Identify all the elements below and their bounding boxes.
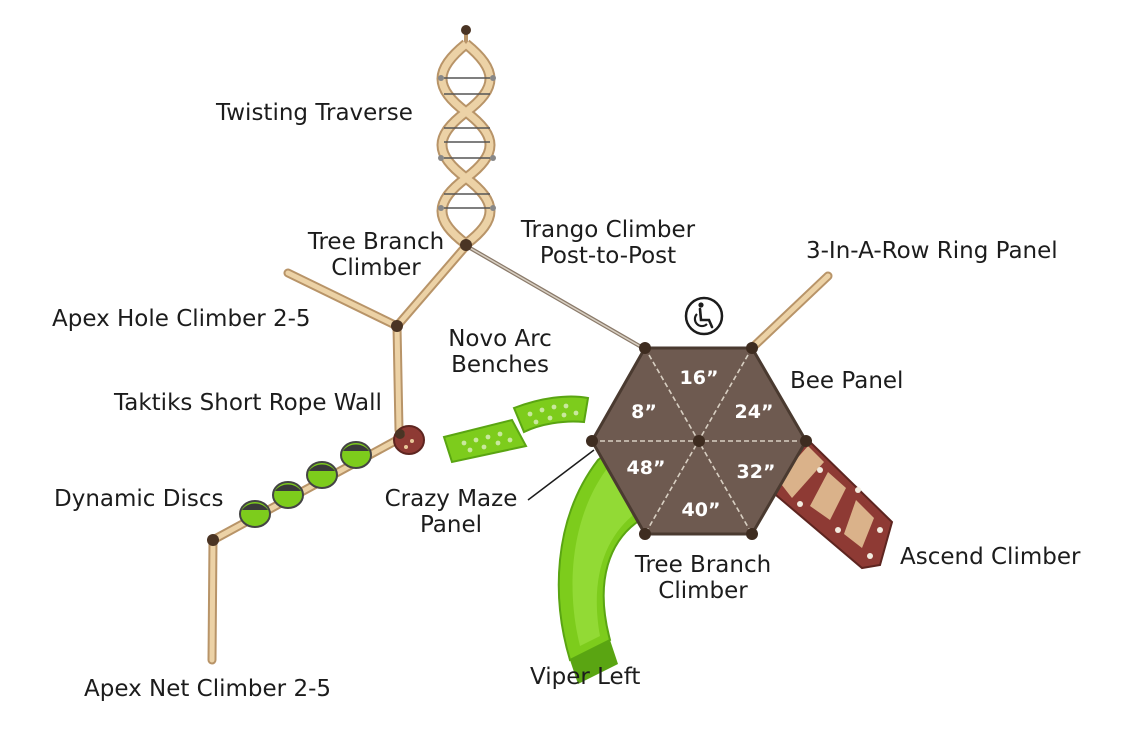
label-tree-branch-climber-top-line2: Climber bbox=[331, 255, 421, 281]
label-twisting-traverse: Twisting Traverse bbox=[216, 100, 413, 126]
deck-height-upper-left: 8” bbox=[631, 401, 657, 423]
label-novo-arc-benches: Novo Arc Benches bbox=[440, 326, 560, 378]
label-viper-left: Viper Left bbox=[530, 664, 641, 690]
label-apex-net-climber: Apex Net Climber 2-5 bbox=[84, 676, 332, 702]
deck-height-bottom: 40” bbox=[682, 499, 721, 521]
label-trango-climber-line2: Post-to-Post bbox=[539, 243, 677, 269]
label-bee-panel: Bee Panel bbox=[790, 368, 904, 394]
label-crazy-maze-panel: Crazy Maze Panel bbox=[378, 486, 524, 538]
label-tree-branch-climber-top: Tree Branch Climber bbox=[306, 229, 446, 281]
dynamic-discs-structure bbox=[239, 441, 372, 528]
hexagon-deck: 16” 8” 24” 48” 32” 40” bbox=[586, 342, 812, 540]
label-trango-climber-line1: Trango Climber bbox=[520, 217, 696, 243]
taktiks-rope-wall-structure bbox=[393, 425, 425, 455]
label-trango-climber: Trango Climber Post-to-Post bbox=[516, 217, 700, 269]
viper-left-slide-structure bbox=[557, 453, 642, 684]
label-ring-panel: 3-In-A-Row Ring Panel bbox=[806, 238, 1058, 264]
label-crazy-maze-panel-line1: Crazy Maze bbox=[384, 486, 518, 512]
deck-height-lower-right: 32” bbox=[737, 461, 776, 483]
twisting-traverse-structure bbox=[436, 25, 496, 249]
label-apex-hole-climber: Apex Hole Climber 2-5 bbox=[52, 306, 311, 332]
label-tree-branch-climber-bottom-line1: Tree Branch bbox=[634, 552, 772, 578]
novo-arc-benches-structure bbox=[442, 395, 590, 464]
label-taktiks-rope-wall: Taktiks Short Rope Wall bbox=[114, 390, 382, 416]
label-ascend-climber: Ascend Climber bbox=[900, 544, 1081, 570]
crazy-maze-leader-line bbox=[527, 449, 595, 501]
deck-height-lower-left: 48” bbox=[627, 457, 666, 479]
label-tree-branch-climber-bottom: Tree Branch Climber bbox=[632, 552, 774, 604]
label-tree-branch-climber-top-line1: Tree Branch bbox=[307, 229, 445, 255]
label-novo-arc-benches-line2: Benches bbox=[451, 352, 549, 378]
label-dynamic-discs: Dynamic Discs bbox=[54, 486, 224, 512]
wheelchair-icon bbox=[684, 296, 724, 336]
ring-panel-post bbox=[747, 271, 833, 353]
upper-branch-posts bbox=[283, 239, 645, 435]
label-crazy-maze-panel-line2: Panel bbox=[419, 512, 483, 538]
label-tree-branch-climber-bottom-line2: Climber bbox=[658, 578, 748, 604]
label-novo-arc-benches-line1: Novo Arc bbox=[448, 326, 552, 352]
deck-height-top: 16” bbox=[680, 367, 719, 389]
deck-height-upper-right: 24” bbox=[735, 401, 774, 423]
lower-branch-posts bbox=[207, 428, 415, 665]
